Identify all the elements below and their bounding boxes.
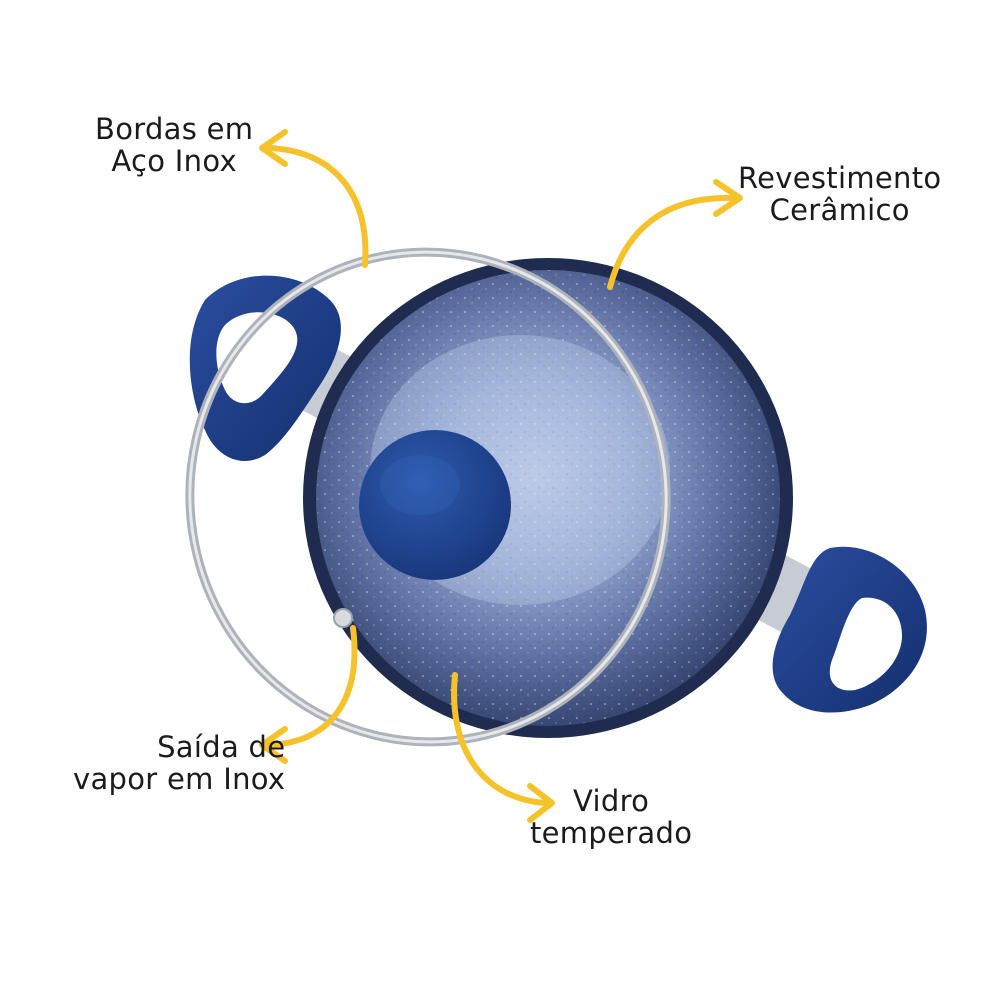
label-revestimento: Revestimento Cerâmico: [738, 162, 941, 226]
arrow-bordas-icon: [259, 129, 369, 268]
label-saida-line2: vapor em Inox: [73, 762, 286, 796]
lid-knob: [359, 430, 511, 580]
label-saida: Saída de vapor em Inox: [73, 731, 285, 795]
left-handle: [189, 275, 341, 461]
arrow-vidro-icon: [451, 672, 555, 823]
right-handle-connector: [748, 554, 824, 636]
arrow-saida-icon: [259, 625, 358, 764]
steam-vent-icon: [333, 608, 353, 628]
label-bordas-line2: Aço Inox: [111, 144, 237, 178]
label-bordas: Bordas em Aço Inox: [95, 113, 253, 177]
label-saida-line1: Saída de: [157, 730, 286, 764]
arrow-revestimento-icon: [607, 179, 743, 290]
right-handle: [772, 546, 927, 713]
label-bordas-line1: Bordas em: [95, 112, 254, 146]
label-vidro-line1: Vidro: [573, 784, 650, 818]
label-vidro: Vidro temperado: [530, 785, 692, 849]
pan-body: [303, 258, 793, 738]
label-revestimento-line1: Revestimento: [738, 161, 942, 195]
label-vidro-line2: temperado: [530, 816, 693, 850]
label-revestimento-line2: Cerâmico: [769, 193, 910, 227]
